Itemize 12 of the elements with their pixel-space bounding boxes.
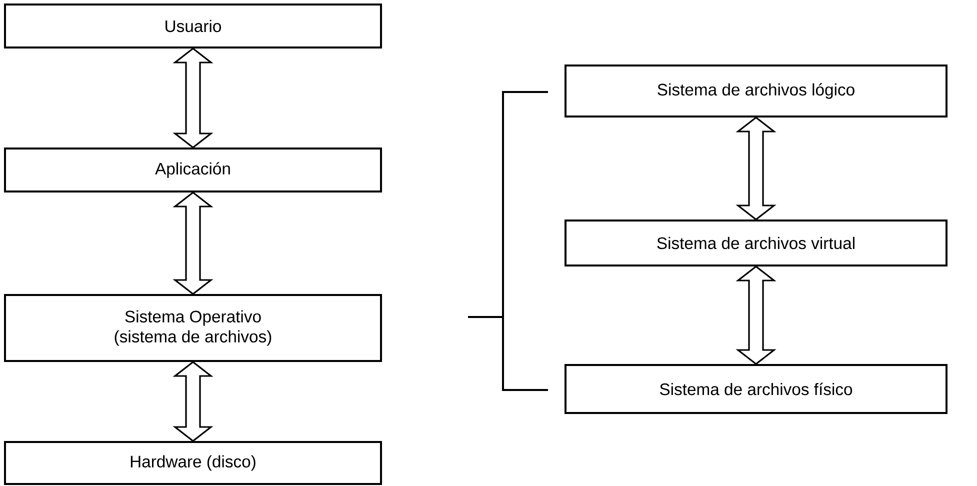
process-box: Aplicación <box>4 148 382 192</box>
double-arrow <box>172 361 214 442</box>
double-arrow <box>172 192 214 296</box>
process-box: Sistema de archivos lógico <box>564 64 948 118</box>
double-arrow <box>736 116 776 221</box>
double-arrow <box>172 48 214 149</box>
process-box: Sistema Operativo (sistema de archivos) <box>4 294 382 362</box>
process-box: Sistema de archivos virtual <box>564 220 948 266</box>
process-box: Usuario <box>4 4 382 48</box>
process-box: Hardware (disco) <box>4 441 382 485</box>
process-box: Sistema de archivos físico <box>564 364 948 414</box>
double-arrow <box>736 266 776 366</box>
